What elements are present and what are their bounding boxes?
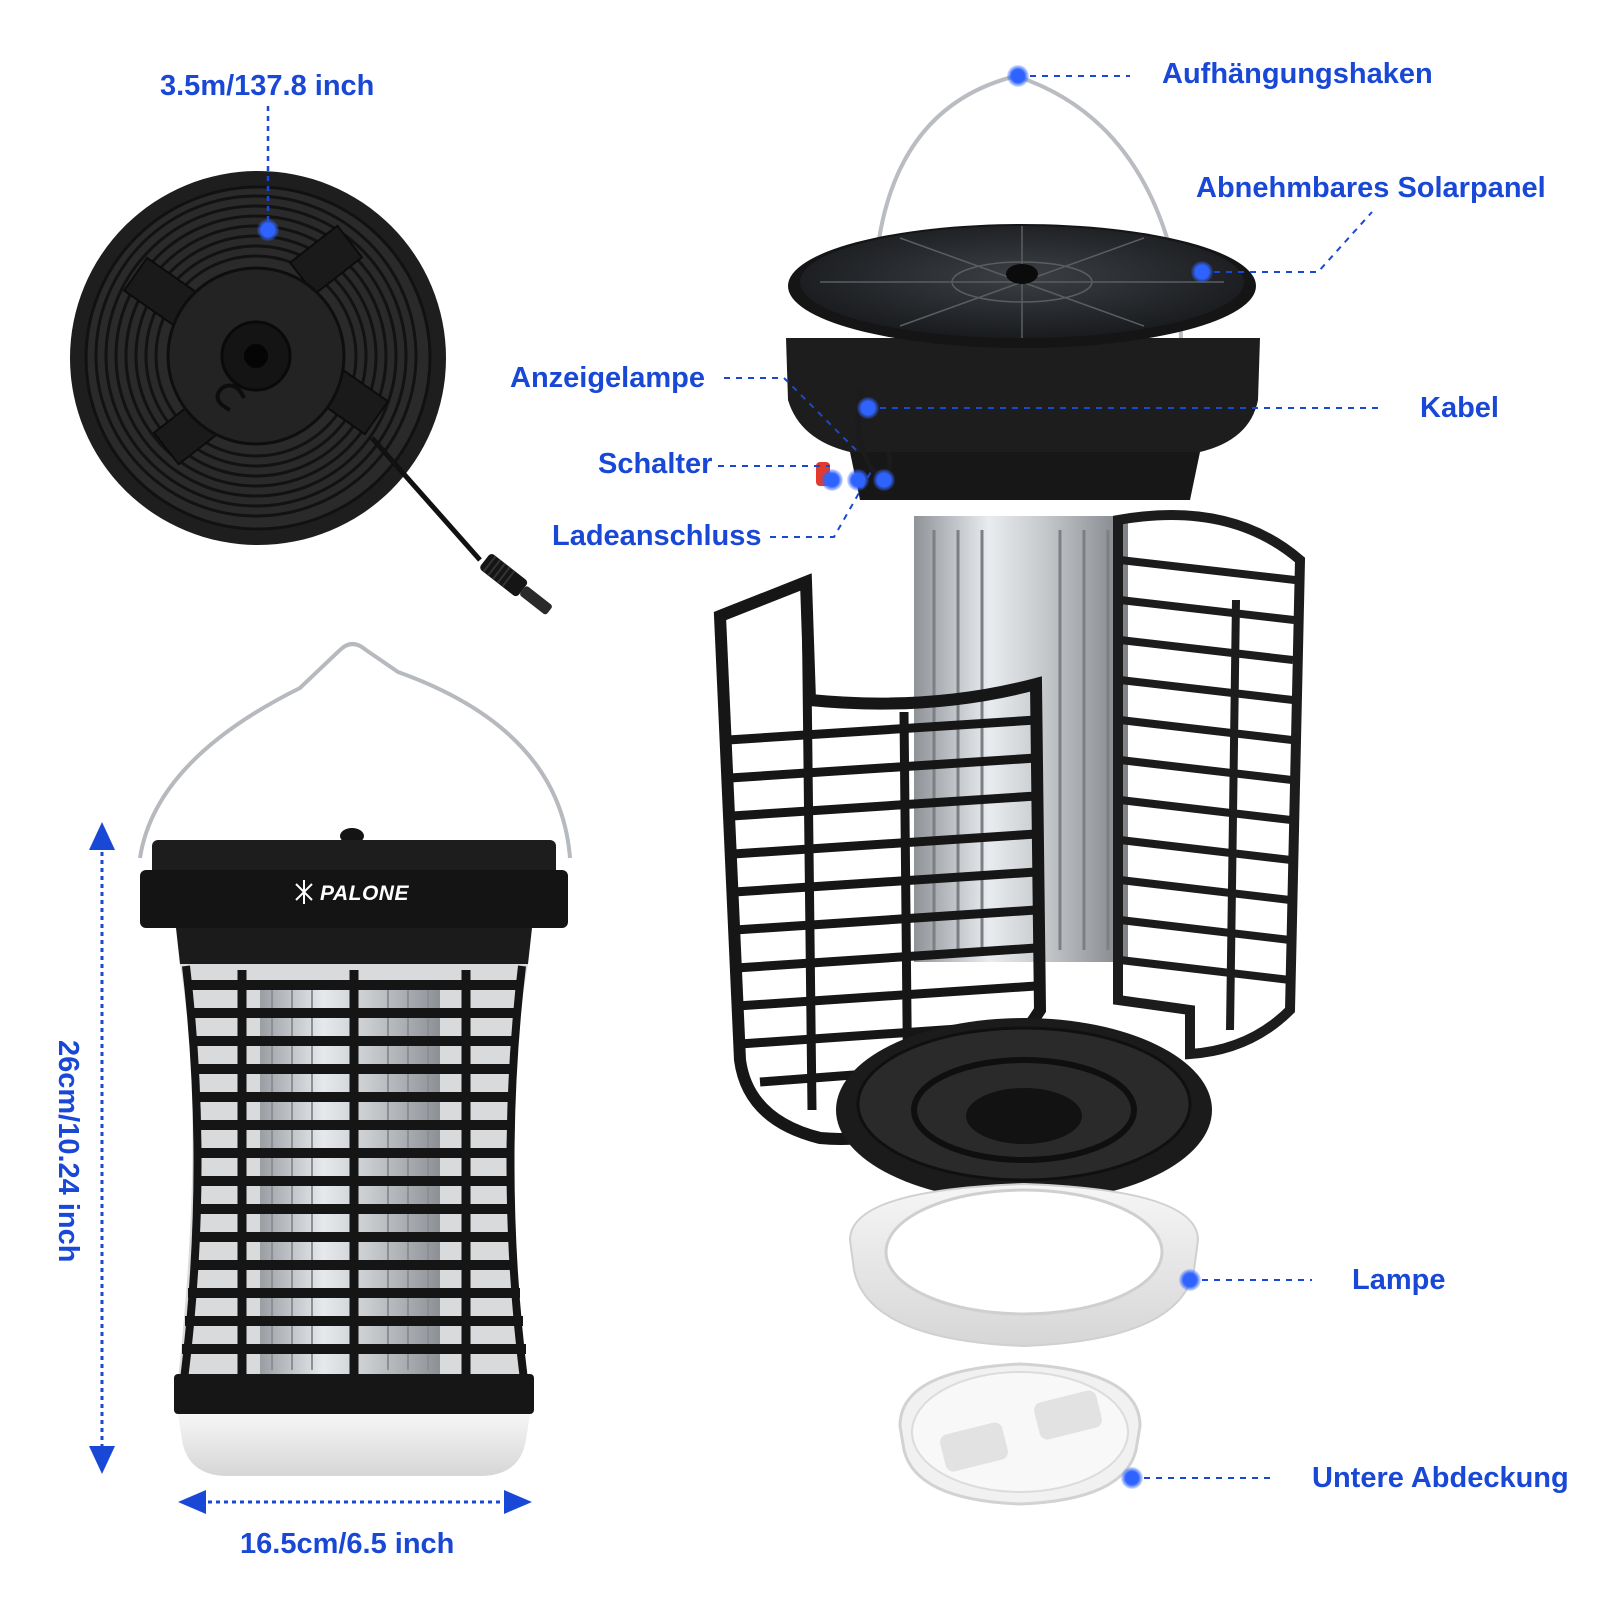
height-label: 26cm/10.24 inch <box>52 1040 84 1263</box>
height-arrow <box>89 822 115 1474</box>
width-arrow <box>178 1490 532 1514</box>
lamp-label: Lampe <box>1352 1264 1446 1296</box>
width-label: 16.5cm/6.5 inch <box>240 1528 455 1560</box>
indicator-label: Anzeigelampe <box>510 362 705 394</box>
bug-logo-icon <box>295 880 313 904</box>
leader-lines <box>718 75 1380 1479</box>
solar-panel-underside <box>70 171 552 615</box>
exploded-view <box>713 73 1306 1506</box>
cable-length-label: 3.5m/137.8 inch <box>160 70 375 102</box>
brand-logo-text: PALONE <box>320 882 409 905</box>
charging-port-label: Ladeanschluss <box>552 520 762 552</box>
switch-label: Schalter <box>598 448 713 480</box>
callout-dots <box>821 65 1213 1489</box>
cable-label: Kabel <box>1420 392 1499 424</box>
solar-panel-label: Abnehmbares Solarpanel <box>1196 172 1546 204</box>
cable-length-leader <box>257 106 279 241</box>
assembled-unit <box>138 642 572 1476</box>
hook-label: Aufhängungshaken <box>1162 58 1433 90</box>
bottom-cover-label: Untere Abdeckung <box>1312 1462 1569 1494</box>
